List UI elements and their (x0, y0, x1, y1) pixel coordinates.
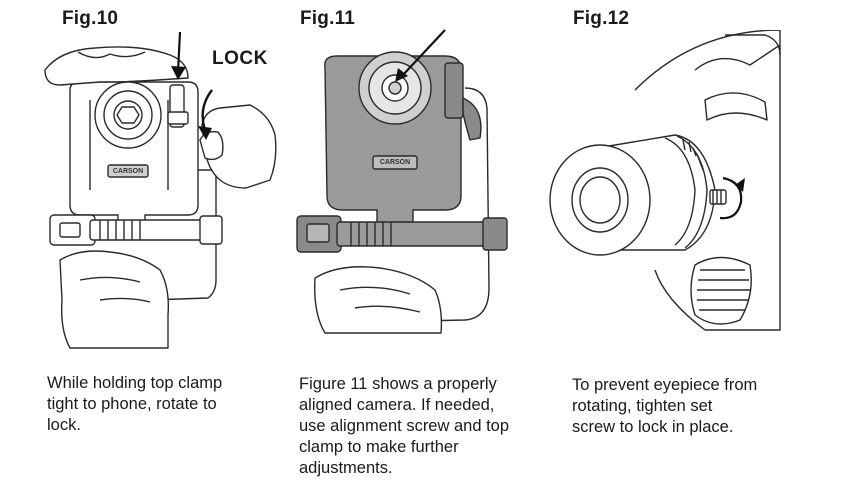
fig10-caption-line-1: While holding top clamp (47, 374, 223, 392)
fig10-caption-line-3: lock. (47, 416, 81, 434)
fig11-caption-line-2: aligned camera. If needed, (299, 396, 495, 414)
fig11-caption-line-5: adjustments. (299, 459, 393, 477)
fig12-illustration (549, 30, 781, 331)
fig11-caption: Figure 11 shows a properly aligned camer… (299, 374, 539, 479)
fig12-caption-line-2: rotating, tighten set (572, 397, 713, 415)
fig12-caption-line-1: To prevent eyepiece from (572, 376, 758, 394)
fig12-title: Fig.12 (573, 8, 630, 29)
lock-callout: LOCK (212, 48, 268, 69)
fig10-caption: While holding top clamp tight to phone, … (47, 373, 267, 436)
brand-plate-fig10: CARSON (112, 168, 144, 175)
brand-plate-fig11: CARSON (379, 159, 411, 166)
fig11-caption-line-3: use alignment screw and top (299, 417, 510, 435)
fig11-caption-line-1: Figure 11 shows a properly (299, 375, 497, 393)
fig11-caption-line-4: clamp to make further (299, 438, 459, 456)
fig12-caption-line-3: screw to lock in place. (572, 418, 734, 436)
fig12-caption: To prevent eyepiece from rotating, tight… (572, 375, 802, 438)
fig10-caption-line-2: tight to phone, rotate to (47, 395, 217, 413)
fig10-title: Fig.10 (62, 8, 119, 29)
fig11-title: Fig.11 (300, 8, 356, 29)
fig11-illustration (296, 29, 508, 334)
fig10-illustration (44, 31, 277, 349)
